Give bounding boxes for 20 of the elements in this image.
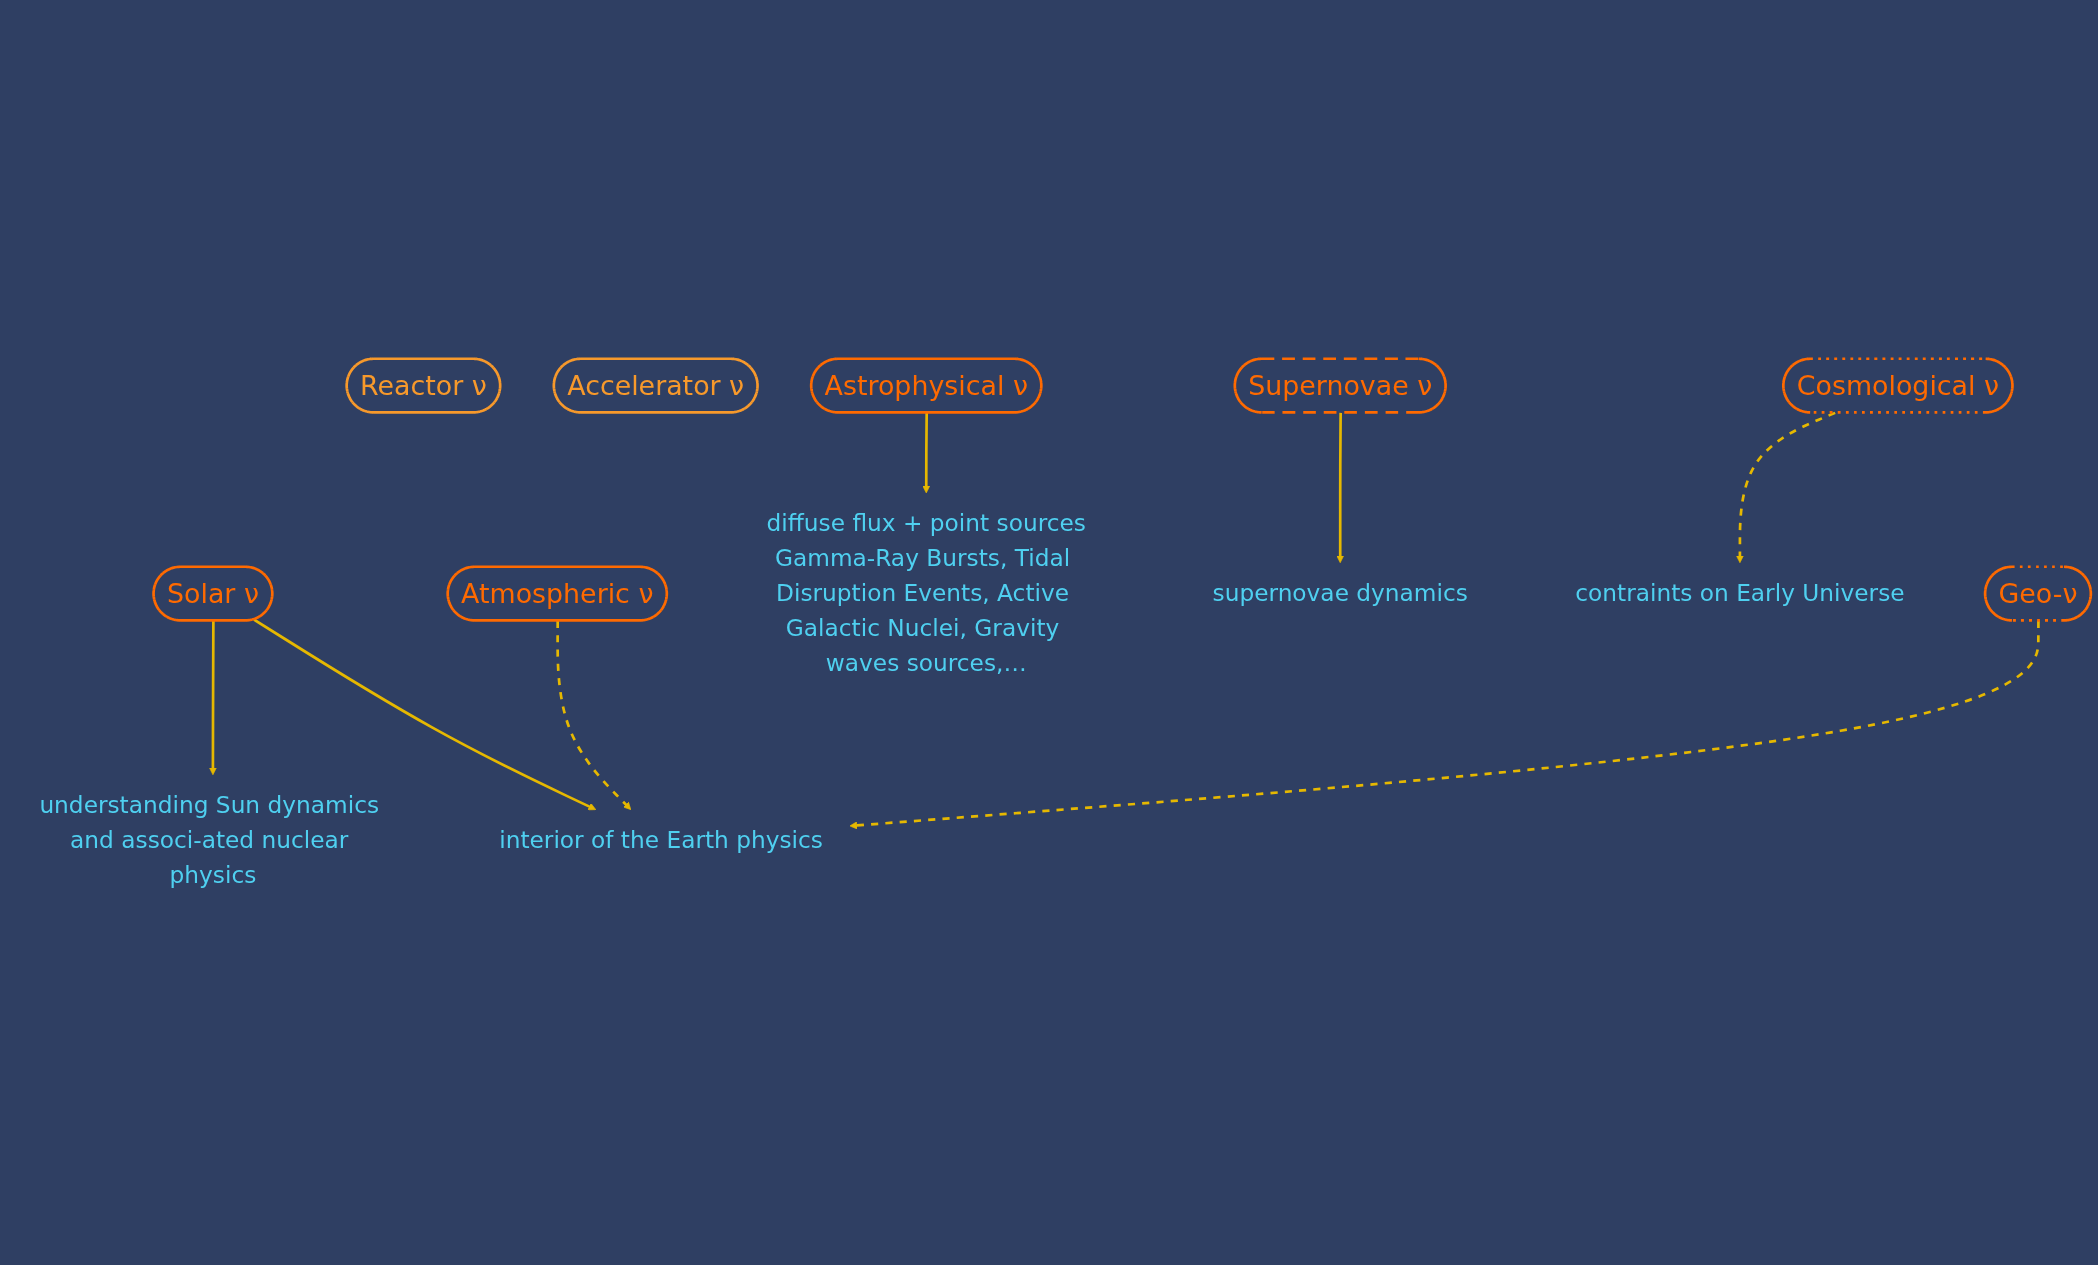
node-text: contraints on Early Universe: [1575, 579, 1905, 607]
node-text: Cosmological ν: [1796, 369, 2000, 402]
node-text: understanding Sun dynamics and associ-ated nuclear physics: [39, 791, 380, 889]
arrow: [253, 618, 597, 811]
node-text: Accelerator ν: [567, 369, 745, 402]
arrow: [922, 412, 931, 494]
arrow: [1736, 411, 1836, 564]
node-text: Astrophysical ν: [824, 369, 1028, 402]
arrow: [849, 620, 2040, 830]
arrow: [1336, 412, 1345, 564]
node-text: interior of the Earth physics: [499, 826, 823, 854]
node-text: supernovae dynamics: [1212, 579, 1468, 607]
node-text: Supernovae ν: [1248, 369, 1433, 402]
node-text: Reactor ν: [360, 369, 487, 402]
node-text: Solar ν: [166, 577, 259, 610]
node-text: Atmospheric ν: [461, 577, 654, 610]
node-text: Geo-ν: [1998, 577, 2078, 610]
arrow: [556, 620, 632, 810]
arrow: [209, 620, 217, 776]
node-text: diffuse flux + point sources Gamma-Ray Bursts, Tidal Disruption Events, Active Galactic Nuclei, Gravity waves sources,…: [766, 509, 1086, 677]
